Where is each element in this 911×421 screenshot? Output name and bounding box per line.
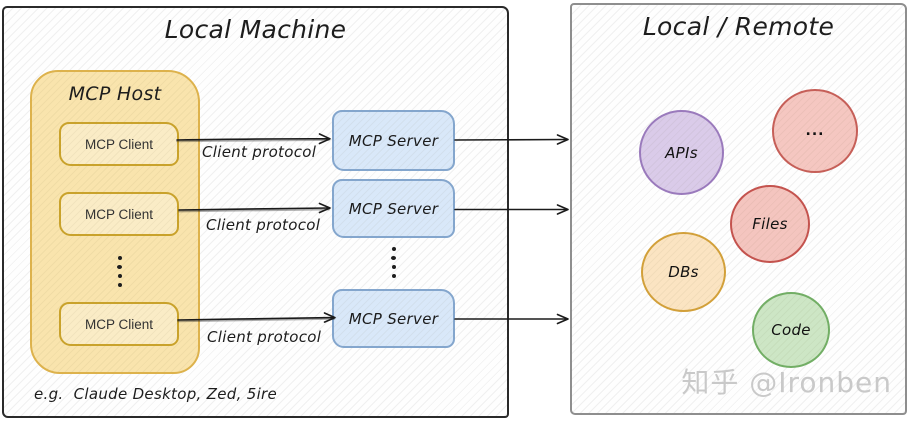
mcp-server-box: MCP Server xyxy=(332,179,455,238)
client-protocol-label: Client protocol xyxy=(207,328,322,346)
watermark-text: 知乎 @Ironben xyxy=(681,366,892,399)
mcp-server-label: MCP Server xyxy=(348,199,439,218)
resource-label: ... xyxy=(805,123,825,139)
mcp-server-box: MCP Server xyxy=(332,110,455,171)
mcp-server-label: MCP Server xyxy=(348,131,439,150)
resource-label: APIs xyxy=(665,143,698,162)
mcp-client-box: MCP Client xyxy=(59,122,179,166)
local-machine-title: Local Machine xyxy=(164,15,347,44)
vertical-ellipsis-icon xyxy=(391,247,396,278)
mcp-client-label: MCP Client xyxy=(84,316,154,332)
resource-circle-more: ... xyxy=(772,89,858,173)
mcp-client-box: MCP Client xyxy=(59,302,179,346)
mcp-client-label: MCP Client xyxy=(84,136,154,152)
resource-label: Files xyxy=(752,215,788,233)
resource-circle-apis: APIs xyxy=(639,110,724,195)
mcp-server-box: MCP Server xyxy=(332,289,455,348)
mcp-client-box: MCP Client xyxy=(59,192,179,236)
mcp-host-title: MCP Host xyxy=(68,83,162,105)
mcp-client-label: MCP Client xyxy=(84,206,154,222)
resource-circle-dbs: DBs xyxy=(641,232,726,312)
resource-circle-code: Code xyxy=(752,292,830,368)
host-examples-note: e.g. Claude Desktop, Zed, 5ire xyxy=(34,385,278,403)
client-protocol-label: Client protocol xyxy=(206,216,321,234)
local-remote-title: Local / Remote xyxy=(642,12,835,41)
mcp-host-box: MCP Host MCP Client MCP Client MCP Clien… xyxy=(30,70,200,374)
resource-label: Code xyxy=(771,321,811,339)
client-protocol-label: Client protocol xyxy=(202,143,317,161)
resource-label: DBs xyxy=(668,263,699,281)
local-remote-panel: Local / Remote APIs ... Files DBs Code 知… xyxy=(570,3,907,415)
vertical-ellipsis-icon xyxy=(117,256,122,287)
mcp-server-label: MCP Server xyxy=(348,309,439,328)
resource-circle-files: Files xyxy=(730,185,810,263)
